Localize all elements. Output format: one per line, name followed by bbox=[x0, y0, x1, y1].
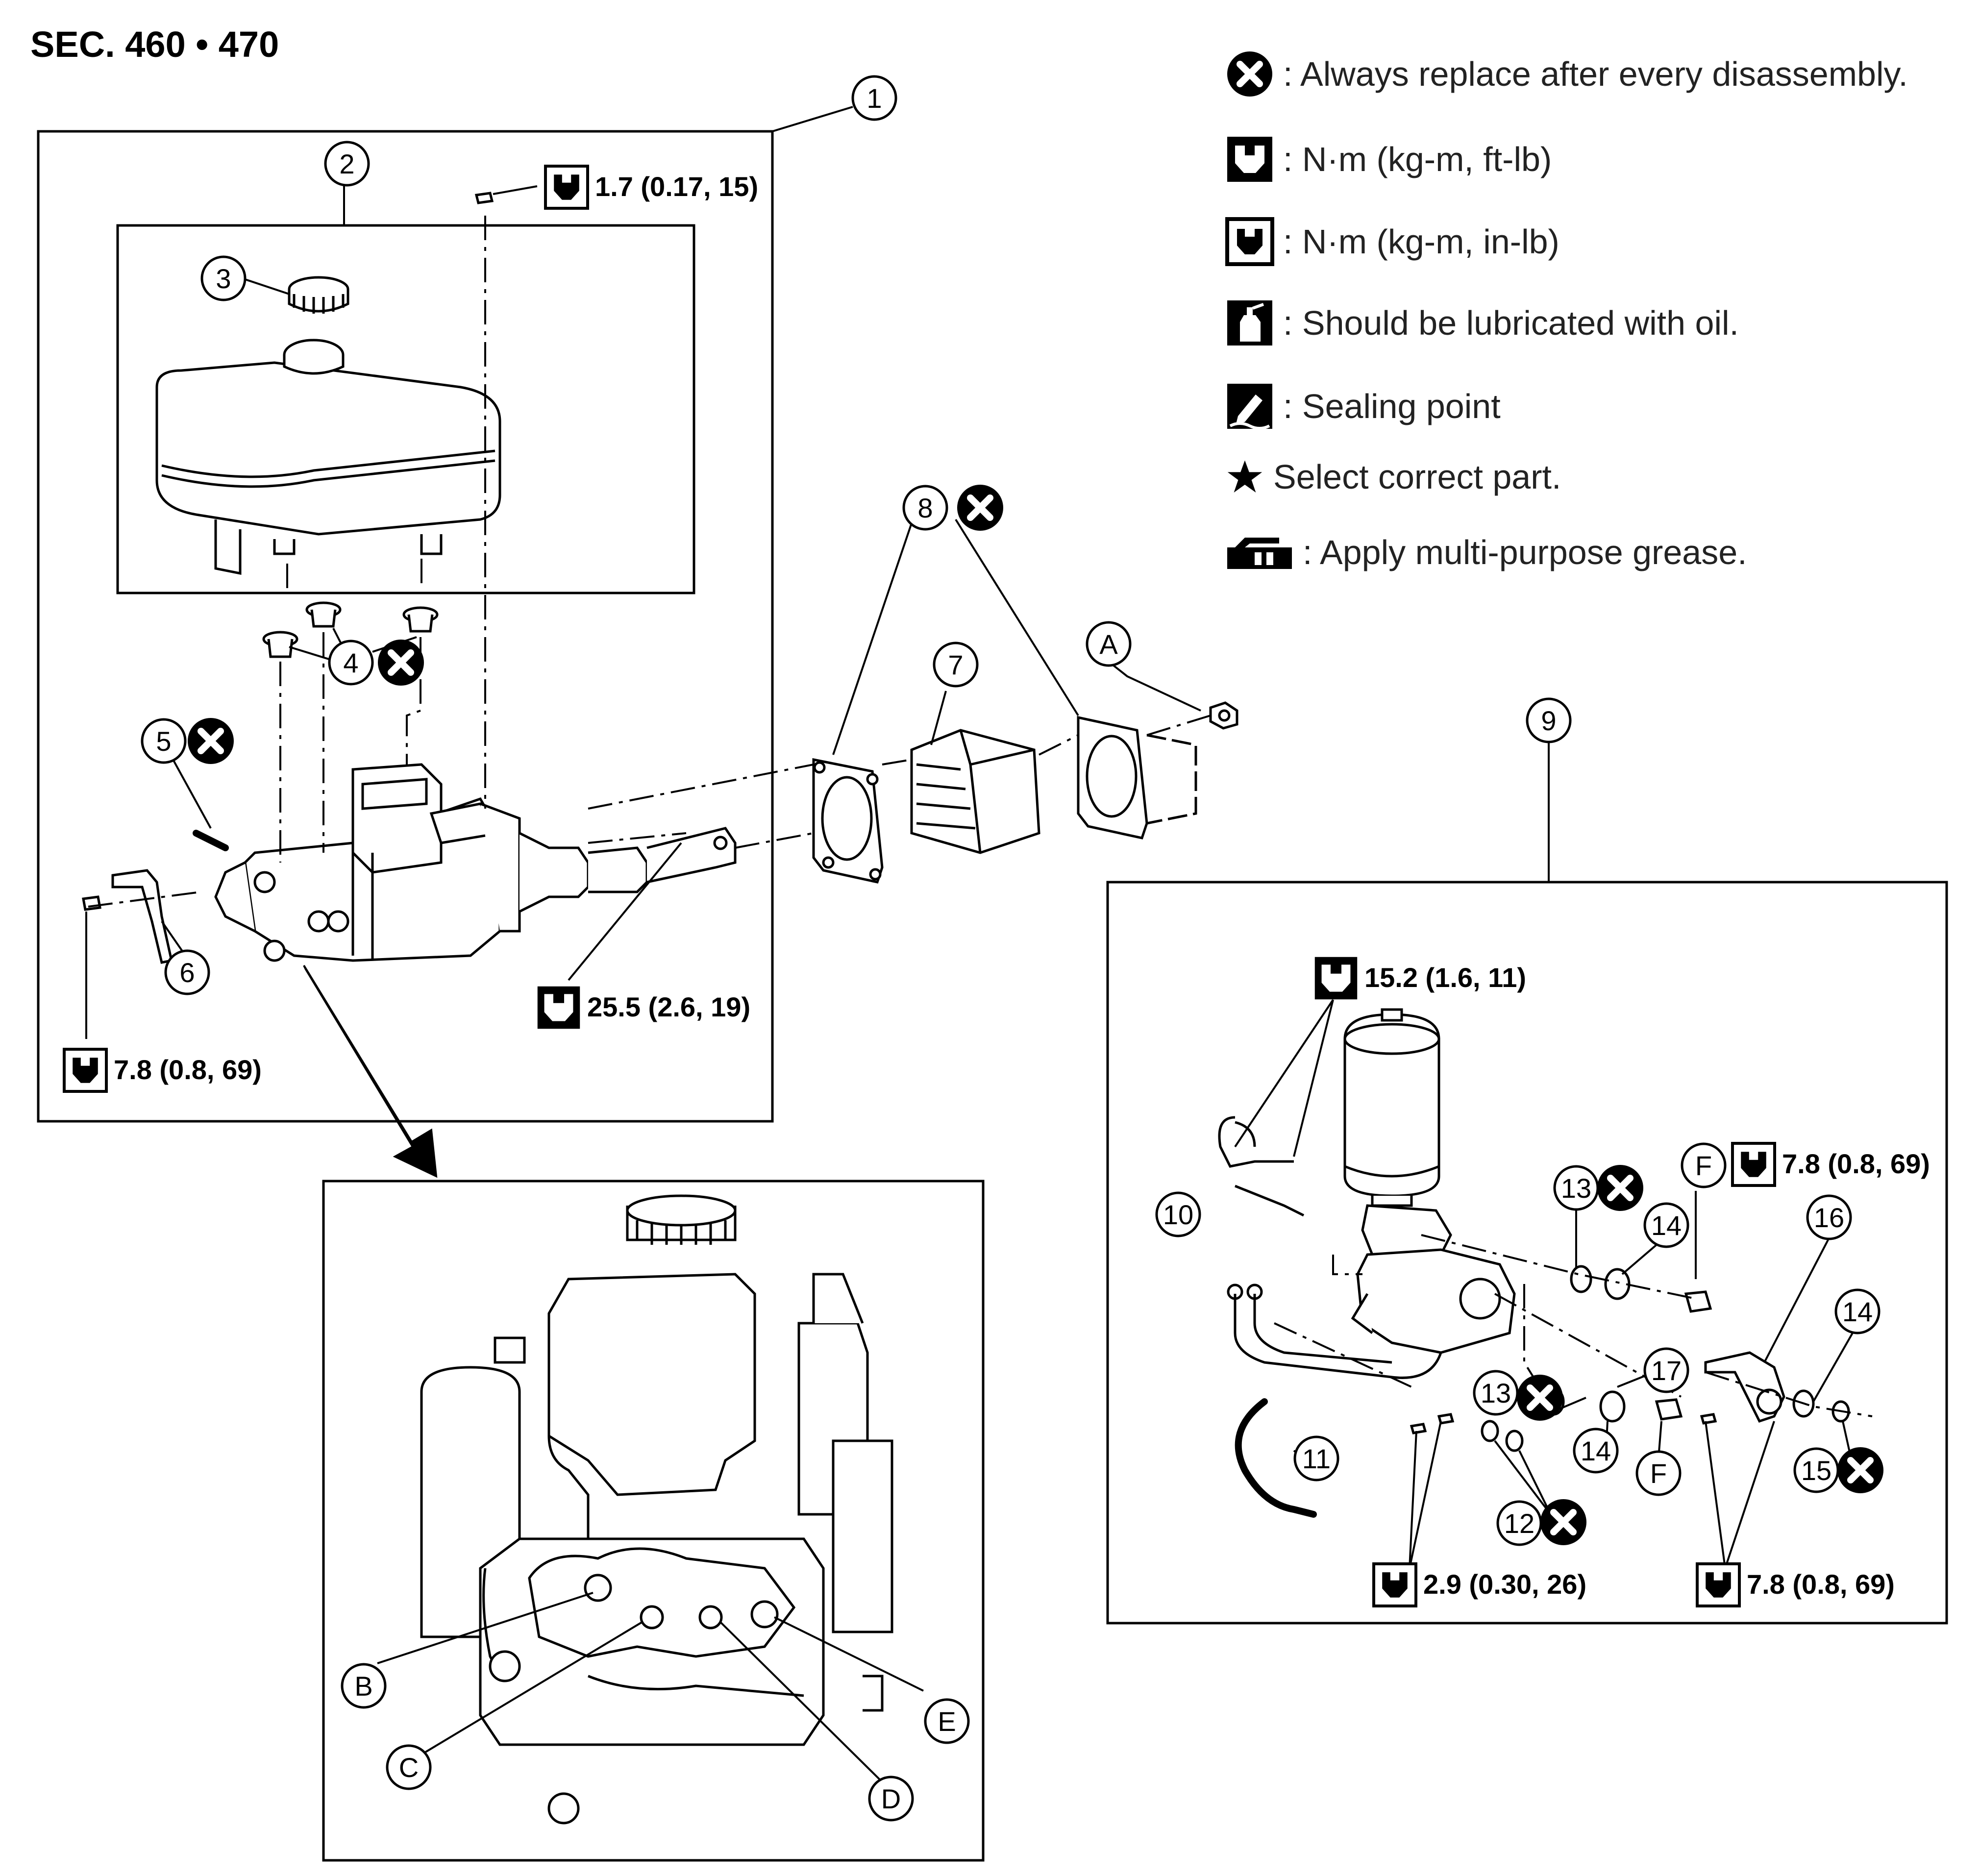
legend-text: : N·m (kg-m, in-lb) bbox=[1283, 222, 1559, 261]
callout-15: 15 bbox=[1801, 1455, 1832, 1486]
pressure-accumulator bbox=[1343, 1008, 1516, 1354]
callout-8: 8 bbox=[917, 493, 933, 523]
torque-wrench-small-icon bbox=[1225, 217, 1274, 266]
replace-icon bbox=[1837, 1447, 1883, 1493]
torque-spec-7: 7.8 (0.8, 69) bbox=[1747, 1569, 1895, 1600]
callout-14a: 14 bbox=[1651, 1210, 1682, 1241]
gasket-rear bbox=[1077, 716, 1148, 839]
assembly-frame-1 bbox=[37, 130, 774, 1123]
replace-icon bbox=[1540, 1499, 1586, 1545]
torque-spec-5: 7.8 (0.8, 69) bbox=[1782, 1148, 1930, 1179]
legend-text: : Should be lubricated with oil. bbox=[1283, 304, 1739, 342]
torque-wrench-icon bbox=[1227, 137, 1272, 182]
bracket bbox=[111, 869, 173, 964]
callout-12: 12 bbox=[1504, 1508, 1534, 1539]
callout-9: 9 bbox=[1541, 705, 1556, 736]
leader-lines bbox=[85, 106, 1854, 1785]
legend-item-torque-ft-lb: : N·m (kg-m, ft-lb) bbox=[1225, 132, 1552, 186]
callout-f1: F bbox=[1695, 1150, 1712, 1181]
reservoir-cap bbox=[288, 276, 349, 314]
callout-4: 4 bbox=[343, 647, 358, 678]
callout-3: 3 bbox=[216, 263, 231, 294]
legend-item-select: Select correct part. bbox=[1225, 450, 1561, 504]
callout-5: 5 bbox=[156, 726, 171, 757]
callout-d: D bbox=[881, 1783, 901, 1814]
replace-icon bbox=[378, 640, 424, 686]
grease-icon bbox=[1227, 538, 1292, 569]
reservoir-tank bbox=[155, 339, 501, 575]
legend-item-oil: : Should be lubricated with oil. bbox=[1225, 296, 1739, 350]
replace-icon bbox=[1517, 1375, 1563, 1421]
legend-text: : N·m (kg-m, ft-lb) bbox=[1283, 140, 1552, 178]
callout-1: 1 bbox=[866, 83, 882, 114]
bolt bbox=[82, 895, 101, 911]
detail-arrow bbox=[303, 964, 438, 1178]
oil-can-icon bbox=[1227, 300, 1272, 346]
detail-abs-unit bbox=[420, 1194, 893, 1825]
replace-icon bbox=[1597, 1165, 1643, 1211]
hose-11 bbox=[1235, 1398, 1317, 1518]
torque-spec-6: 2.9 (0.30, 26) bbox=[1423, 1569, 1586, 1600]
torque-spec-1: 1.7 (0.17, 15) bbox=[595, 171, 758, 202]
screw bbox=[474, 192, 494, 204]
callout-b: B bbox=[354, 1671, 372, 1702]
pin bbox=[193, 830, 229, 851]
nut bbox=[1209, 701, 1238, 730]
grommets bbox=[262, 601, 439, 658]
sealant-icon bbox=[1227, 384, 1272, 430]
torque-specs: 1.7 (0.17, 15) 25.5 (2.6, 19) 7.8 (0.8, … bbox=[64, 166, 1930, 1606]
torque-spec-3: 7.8 (0.8, 69) bbox=[114, 1054, 262, 1085]
legend-text: : Sealing point bbox=[1283, 387, 1501, 425]
replace-icon bbox=[1227, 51, 1272, 97]
filter-outline bbox=[1146, 734, 1197, 825]
legend-text: Select correct part. bbox=[1273, 458, 1561, 496]
torque-wrench-small-icon bbox=[545, 166, 588, 208]
replace-icon bbox=[188, 718, 234, 764]
replace-icon bbox=[957, 485, 1003, 531]
torque-spec-2: 25.5 (2.6, 19) bbox=[587, 991, 750, 1022]
legend-item-grease: : Apply multi-purpose grease. bbox=[1225, 525, 1747, 579]
torque-wrench-icon bbox=[1314, 957, 1358, 1000]
pipe-10 bbox=[1218, 1116, 1305, 1217]
brake-master-cylinder bbox=[214, 763, 737, 962]
callout-7: 7 bbox=[948, 649, 963, 680]
legend-text: : Apply multi-purpose grease. bbox=[1303, 533, 1747, 571]
gasket-front bbox=[812, 758, 884, 884]
callout-13a: 13 bbox=[1561, 1173, 1591, 1204]
callout-c: C bbox=[399, 1752, 419, 1783]
callout-16: 16 bbox=[1814, 1202, 1844, 1233]
legend-item-sealing: : Sealing point bbox=[1225, 379, 1501, 433]
torque-wrench-small-icon bbox=[1374, 1564, 1416, 1606]
section-title: SEC. 460 • 470 bbox=[30, 24, 279, 65]
torque-wrench-small-icon bbox=[1697, 1564, 1739, 1606]
callout-14b: 14 bbox=[1581, 1435, 1611, 1466]
reservoir-frame-2 bbox=[116, 224, 695, 594]
callout-labels: 1 2 3 4 5 6 7 8 9 10 11 12 13 13 14 14 1… bbox=[156, 83, 1873, 1814]
legend-text: : Always replace after every disassembly… bbox=[1283, 55, 1908, 93]
callout-circles bbox=[141, 75, 1881, 1822]
star-icon bbox=[1227, 460, 1262, 493]
torque-wrench-small-icon bbox=[64, 1049, 106, 1091]
detail-view-frame bbox=[322, 1180, 985, 1862]
assembly-lines bbox=[88, 216, 1211, 908]
legend-item-replace: : Always replace after every disassembly… bbox=[1225, 47, 1908, 101]
callout-f2: F bbox=[1650, 1458, 1667, 1489]
torque-spec-4: 15.2 (1.6, 11) bbox=[1364, 962, 1526, 993]
callout-11: 11 bbox=[1302, 1443, 1331, 1474]
torque-wrench-icon bbox=[537, 986, 580, 1029]
filter bbox=[910, 729, 1040, 854]
legend-item-torque-in-lb: : N·m (kg-m, in-lb) bbox=[1225, 215, 1559, 269]
callout-6: 6 bbox=[179, 957, 195, 988]
callout-13b: 13 bbox=[1481, 1378, 1511, 1408]
callout-14c: 14 bbox=[1842, 1296, 1873, 1327]
torque-wrench-small-icon bbox=[1732, 1143, 1775, 1185]
callout-10: 10 bbox=[1163, 1199, 1193, 1230]
callout-17: 17 bbox=[1651, 1355, 1682, 1386]
callout-a: A bbox=[1099, 629, 1118, 660]
callout-2: 2 bbox=[339, 148, 354, 179]
callout-e: E bbox=[938, 1706, 956, 1737]
accumulator-frame-9 bbox=[1106, 881, 1948, 1625]
